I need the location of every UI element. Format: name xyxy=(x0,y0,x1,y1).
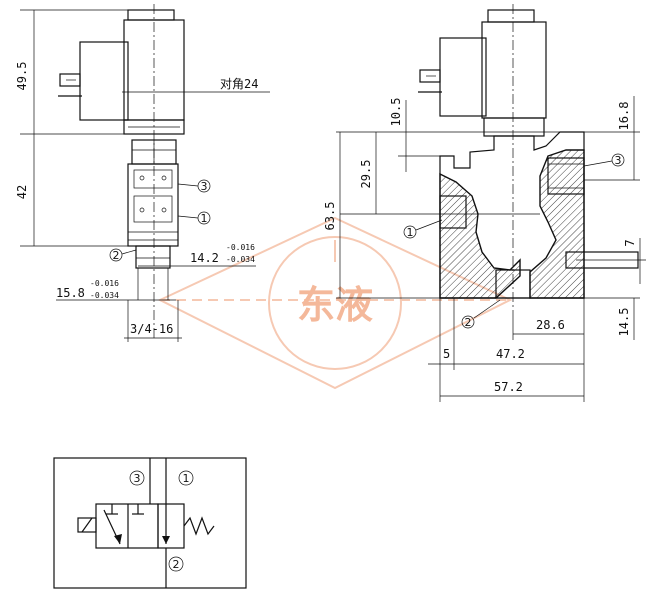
right-coil-body xyxy=(481,21,547,119)
dim-10-5: 10.5 xyxy=(389,98,403,127)
left-view: 49.5 42 对角24 3 1 2 14.2 -0.016 -0.034 15… xyxy=(15,4,270,342)
hydraulic-schematic: 3 1 2 xyxy=(53,457,247,589)
right-port-2-label: 2 xyxy=(465,316,472,329)
watermark-text: 东液 xyxy=(297,283,373,327)
dim-14-2: 14.2 xyxy=(190,251,219,265)
left-port-1-label: 1 xyxy=(201,212,208,225)
dim-47-2: 47.2 xyxy=(496,347,525,361)
left-stem xyxy=(135,245,171,269)
dim-thread: 3/4-16 xyxy=(130,322,173,336)
dim-7: 7 xyxy=(623,239,637,246)
dim-28-6: 28.6 xyxy=(536,318,565,332)
cavity-port-3 xyxy=(547,157,585,195)
cavity-port-2 xyxy=(495,269,531,299)
left-port-3-label: 3 xyxy=(201,180,208,193)
right-connector xyxy=(419,69,441,83)
dim-42: 42 xyxy=(15,185,29,199)
right-bushing xyxy=(483,117,545,137)
dim-57-2: 57.2 xyxy=(494,380,523,394)
left-top-nut xyxy=(127,9,175,21)
right-coil-box xyxy=(439,37,487,117)
left-port-2-label: 2 xyxy=(113,249,120,262)
valve-envelope-left xyxy=(95,503,159,549)
spring-symbol xyxy=(183,516,215,536)
dim-15-8: 15.8 xyxy=(56,286,85,300)
manifold-section-left xyxy=(439,172,521,299)
cavity-port-1 xyxy=(439,195,467,229)
right-view: 10.5 16.8 29.5 63.5 7 14.5 28.6 5 47.2 5… xyxy=(323,4,646,402)
schematic-port-3-label: 3 xyxy=(134,472,141,485)
dim-14-2-tol-upper: -0.016 xyxy=(226,243,255,252)
manifold-section-right xyxy=(529,149,585,299)
dim-16-8: 16.8 xyxy=(617,102,631,131)
schematic-port-2-label: 2 xyxy=(173,558,180,571)
watermark: 东液 xyxy=(157,216,513,390)
left-cartridge xyxy=(127,163,179,247)
dim-29-5: 29.5 xyxy=(359,160,373,189)
watermark-circle xyxy=(268,236,402,370)
dim-14-5: 14.5 xyxy=(617,308,631,337)
dim-5: 5 xyxy=(443,347,450,361)
schematic-port-1-label: 1 xyxy=(183,472,190,485)
valve-envelope-right xyxy=(157,503,185,549)
solenoid-symbol xyxy=(77,517,97,533)
dim-49-5: 49.5 xyxy=(15,62,29,91)
dim-63-5: 63.5 xyxy=(323,202,337,231)
dim-14-2-tol-lower: -0.034 xyxy=(226,255,255,264)
dim-15-8-tol-upper: -0.016 xyxy=(90,279,119,288)
dim-across-flats: 对角24 xyxy=(220,77,258,91)
left-connector xyxy=(59,73,81,87)
right-port-1-label: 1 xyxy=(407,226,414,239)
right-top-nut xyxy=(487,9,535,23)
dim-15-8-tol-lower: -0.034 xyxy=(90,291,119,300)
left-coil-box xyxy=(79,41,129,121)
right-port-3-label: 3 xyxy=(615,154,622,167)
